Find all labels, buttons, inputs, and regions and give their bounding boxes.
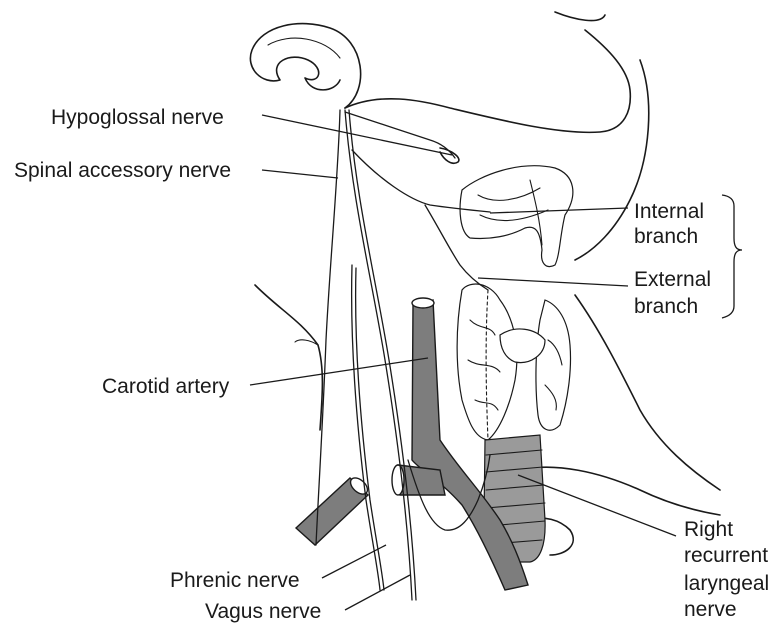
- thyroid-gland: [457, 284, 570, 440]
- vagus-leader: [345, 575, 410, 610]
- labels: Hypoglossal nerve Spinal accessory nerve…: [14, 106, 769, 623]
- larynx: [460, 166, 573, 267]
- carotid-leader: [250, 358, 428, 385]
- thyroid-left-lobe: [536, 300, 571, 430]
- label-vagus-nerve: Vagus nerve: [205, 600, 321, 623]
- jaw-line: [345, 30, 630, 132]
- label-right-recurrent-1: Right: [684, 518, 733, 541]
- label-external-branch-1: External: [634, 268, 711, 291]
- hypoglossal-nerve-path: [345, 112, 455, 158]
- clavicle: [520, 467, 720, 515]
- superior-laryngeal-brace: [722, 195, 742, 318]
- external-branch-leader: [478, 278, 628, 286]
- label-internal-branch-1: Internal: [634, 200, 704, 223]
- spinal-accessory-nerve-path: [316, 110, 340, 545]
- label-carotid-artery: Carotid artery: [102, 375, 230, 398]
- spinal-accessory-leader: [262, 170, 338, 178]
- hyoid-bone: [440, 148, 459, 163]
- shoulder-left: [255, 285, 322, 430]
- label-hypoglossal-nerve: Hypoglossal nerve: [51, 106, 224, 129]
- label-spinal-accessory-nerve: Spinal accessory nerve: [14, 159, 231, 182]
- label-right-recurrent-3: laryngeal: [684, 572, 769, 595]
- label-right-recurrent-4: nerve: [684, 598, 737, 621]
- ear: [250, 24, 360, 108]
- vagus-nerve-path: [345, 110, 412, 600]
- neck-contour-right: [575, 295, 720, 490]
- carotid-artery-end: [412, 298, 434, 308]
- thyroid-cartilage: [460, 166, 573, 267]
- label-phrenic-nerve: Phrenic nerve: [170, 569, 300, 592]
- label-external-branch-2: branch: [634, 295, 698, 318]
- label-right-recurrent-2: recurrent: [684, 544, 768, 567]
- label-internal-branch-2: branch: [634, 225, 698, 248]
- hypoglossal-leader: [262, 115, 452, 155]
